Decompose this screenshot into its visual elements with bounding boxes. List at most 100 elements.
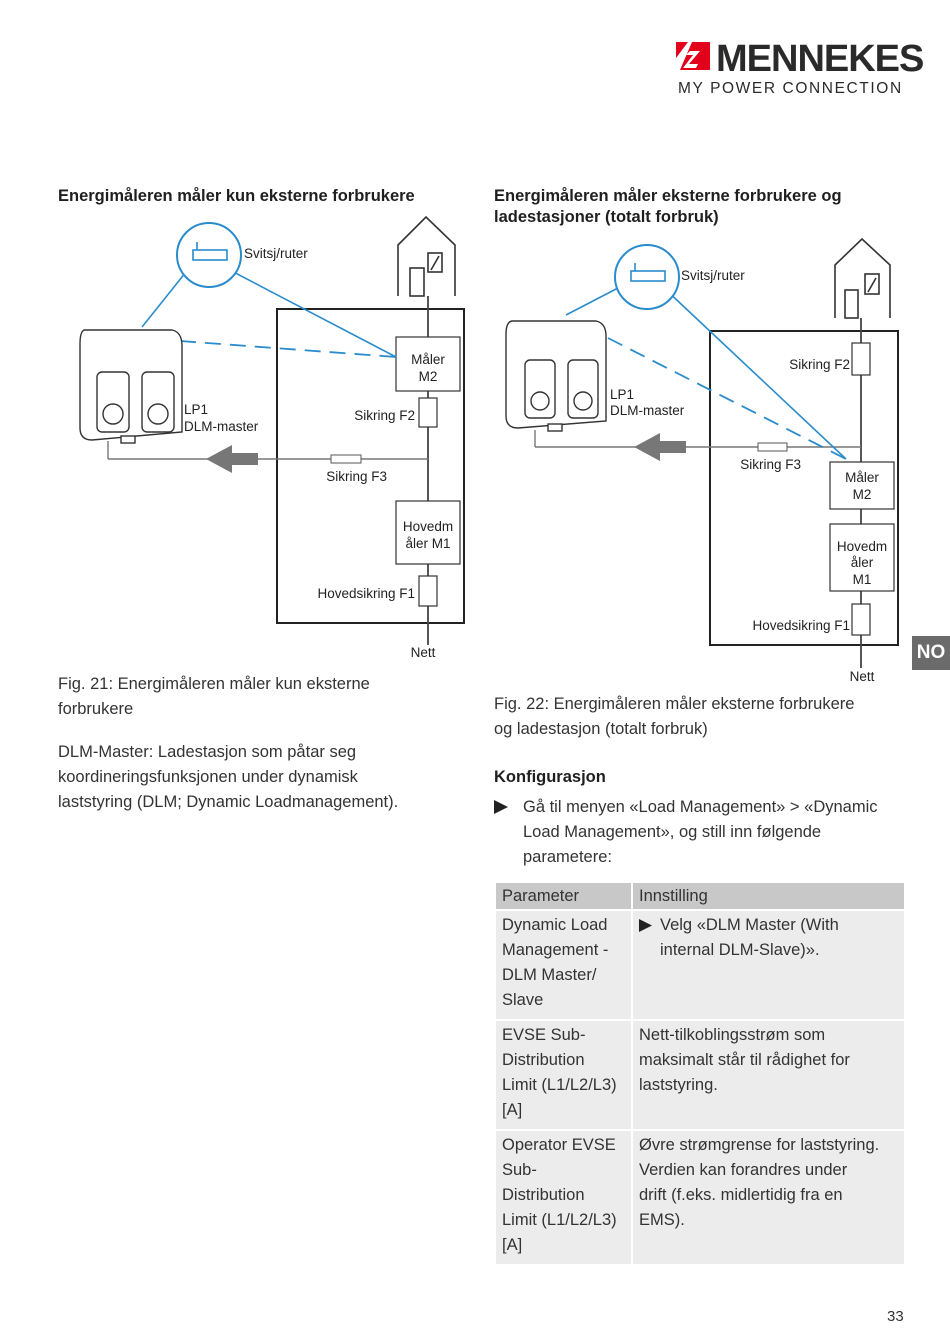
setting-cell: Velg «DLM Master (With internal DLM-Slav… <box>633 911 904 1019</box>
grid-label: Nett <box>411 645 436 660</box>
caption-line-2: og ladestasjon (totalt forbruk) <box>494 720 708 738</box>
cell-line: Limit (L1/L2/L3) <box>502 1076 617 1094</box>
fuse-f2-label: Sikring F2 <box>789 357 850 372</box>
instruction-line-2: Load Management», og still inn følgende <box>523 823 822 841</box>
meter-m2-box <box>395 336 461 392</box>
instruction-line-3: parametere: <box>523 848 612 866</box>
house-icon <box>397 215 456 297</box>
step-arrow-icon <box>639 919 652 932</box>
charging-station-icon <box>505 320 607 432</box>
cell-line: Sub- <box>502 1161 537 1179</box>
meter-m2-label-2: M2 <box>853 487 872 502</box>
fuse-f2-icon <box>418 397 438 428</box>
flow-arrow-icon <box>206 445 258 473</box>
cell-line: Distribution <box>502 1186 585 1204</box>
header-parameter: Parameter <box>496 883 631 909</box>
config-heading: Konfigurasjon <box>494 768 606 786</box>
cell-line: Distribution <box>502 1051 585 1069</box>
house-icon <box>834 237 891 319</box>
param-cell: EVSE Sub- Distribution Limit (L1/L2/L3) … <box>496 1021 631 1129</box>
fuse-f3-label: Sikring F3 <box>326 469 387 484</box>
fuse-f3-icon <box>757 442 788 452</box>
grid-label: Nett <box>850 669 875 684</box>
main-meter-m1-box <box>395 500 461 565</box>
mennekes-logo: MENNEKES MY POWER CONNECTION <box>676 38 924 100</box>
main-fuse-label: Hovedsikring F1 <box>317 586 415 601</box>
building-box <box>276 308 465 624</box>
cell-line: [A] <box>502 1101 523 1119</box>
cell-line: EVSE Sub- <box>502 1026 586 1044</box>
main-fuse-label: Hovedsikring F1 <box>752 618 850 633</box>
cell-line: Nett-tilkoblingsstrøm som <box>639 1026 826 1044</box>
diagram-total-consumption: Sikring F2 Sikring F3 Måler M2 Hovedm ål… <box>505 237 899 684</box>
step-arrow-icon <box>494 800 508 814</box>
caption-line-1: Fig. 22: Energimåleren måler eksterne fo… <box>494 695 855 713</box>
cell-line: Øvre strømgrense for laststyring. <box>639 1136 880 1154</box>
left-heading: Energimåleren måler kun eksterne forbruk… <box>58 187 415 205</box>
figure-22-caption: Fig. 22: Energimåleren måler eksterne fo… <box>494 692 914 742</box>
table-header-row: Parameter Innstilling <box>496 883 904 909</box>
lp1-label-2: DLM-master <box>184 419 259 434</box>
cell-line: Verdien kan forandres under <box>639 1161 848 1179</box>
brand-tagline: MY POWER CONNECTION <box>678 80 903 97</box>
cell-line: Velg «DLM Master (With <box>660 916 839 934</box>
main-fuse-f1-icon <box>851 603 871 636</box>
param-cell: Operator EVSE Sub- Distribution Limit (L… <box>496 1131 631 1264</box>
main-meter-m1-box <box>829 523 895 592</box>
fuse-f3-label: Sikring F3 <box>740 457 801 472</box>
cell-line: [A] <box>502 1236 523 1254</box>
note-line-1: DLM-Master: Ladestasjon som påtar seg <box>58 743 357 761</box>
note-line-2: koordineringsfunksjonen under dynamisk <box>58 768 358 786</box>
cell-line: Operator EVSE <box>502 1136 616 1154</box>
main-meter-label-2: åler <box>851 555 874 570</box>
cell-line: DLM Master/ <box>502 966 597 984</box>
charging-station-icon <box>79 329 183 444</box>
caption-line-2: forbrukere <box>58 700 134 718</box>
note-line-3: laststyring (DLM; Dynamic Loadmanagement… <box>58 793 399 811</box>
meter-m2-label-2: M2 <box>419 369 438 384</box>
diagram-external-consumers: Måler M2 Sikring F2 Sikring F3 Hovedm ål… <box>79 215 465 660</box>
fuse-f2-icon <box>851 342 871 376</box>
fuse-f2-label: Sikring F2 <box>354 408 415 423</box>
main-meter-label-2: åler M1 <box>405 536 450 551</box>
main-fuse-f1-icon <box>418 575 438 607</box>
setting-cell: Nett-tilkoblingsstrøm som maksimalt står… <box>633 1021 904 1129</box>
language-tab: NO <box>912 636 950 670</box>
table-row: EVSE Sub- Distribution Limit (L1/L2/L3) … <box>496 1021 904 1129</box>
cell-line: Limit (L1/L2/L3) <box>502 1211 617 1229</box>
main-meter-label-1: Hovedm <box>837 539 887 554</box>
meter-m2-label-1: Måler <box>845 470 879 485</box>
meter-m2-label-1: Måler <box>411 352 445 367</box>
right-heading: Energimåleren måler eksterne forbrukere … <box>494 186 894 228</box>
right-heading-line-2: ladestasjoner (totalt forbruk) <box>494 208 719 226</box>
brand-name: MENNEKES <box>716 38 924 80</box>
table-row: Dynamic Load Management - DLM Master/ Sl… <box>496 911 904 1019</box>
page-number: 33 <box>887 1308 904 1325</box>
figure-21-caption: Fig. 21: Energimåleren måler kun ekstern… <box>58 672 458 722</box>
param-cell: Dynamic Load Management - DLM Master/ Sl… <box>496 911 631 1019</box>
header-setting: Innstilling <box>633 883 904 909</box>
main-meter-label-1: Hovedm <box>403 519 453 534</box>
cell-line: drift (f.eks. midlertidig fra en <box>639 1186 843 1204</box>
fuse-f3-icon <box>330 454 362 464</box>
mennekes-logo-mark-icon <box>676 42 710 70</box>
table-row: Operator EVSE Sub- Distribution Limit (L… <box>496 1131 904 1264</box>
dlm-master-note: DLM-Master: Ladestasjon som påtar seg ko… <box>58 740 468 815</box>
parameter-table: Parameter Innstilling Dynamic Load Manag… <box>494 881 906 1266</box>
cell-line: Slave <box>502 991 544 1009</box>
building-box <box>709 330 899 646</box>
switch-label: Svitsj/ruter <box>681 268 745 283</box>
cell-line: laststyring. <box>639 1076 718 1094</box>
cell-line: Dynamic Load <box>502 916 608 934</box>
lp1-label-2: DLM-master <box>610 403 685 418</box>
setting-cell: Øvre strømgrense for laststyring. Verdie… <box>633 1131 904 1264</box>
caption-line-1: Fig. 21: Energimåleren måler kun ekstern… <box>58 675 370 693</box>
switch-label: Svitsj/ruter <box>244 246 308 261</box>
meter-m2-box <box>829 461 895 510</box>
cell-line: maksimalt står til rådighet for <box>639 1051 850 1069</box>
cell-line: EMS). <box>639 1211 685 1229</box>
main-meter-label-3: M1 <box>853 572 872 587</box>
lp1-label-1: LP1 <box>184 402 208 417</box>
flow-arrow-icon <box>634 433 686 461</box>
right-heading-line-1: Energimåleren måler eksterne forbrukere … <box>494 187 842 205</box>
